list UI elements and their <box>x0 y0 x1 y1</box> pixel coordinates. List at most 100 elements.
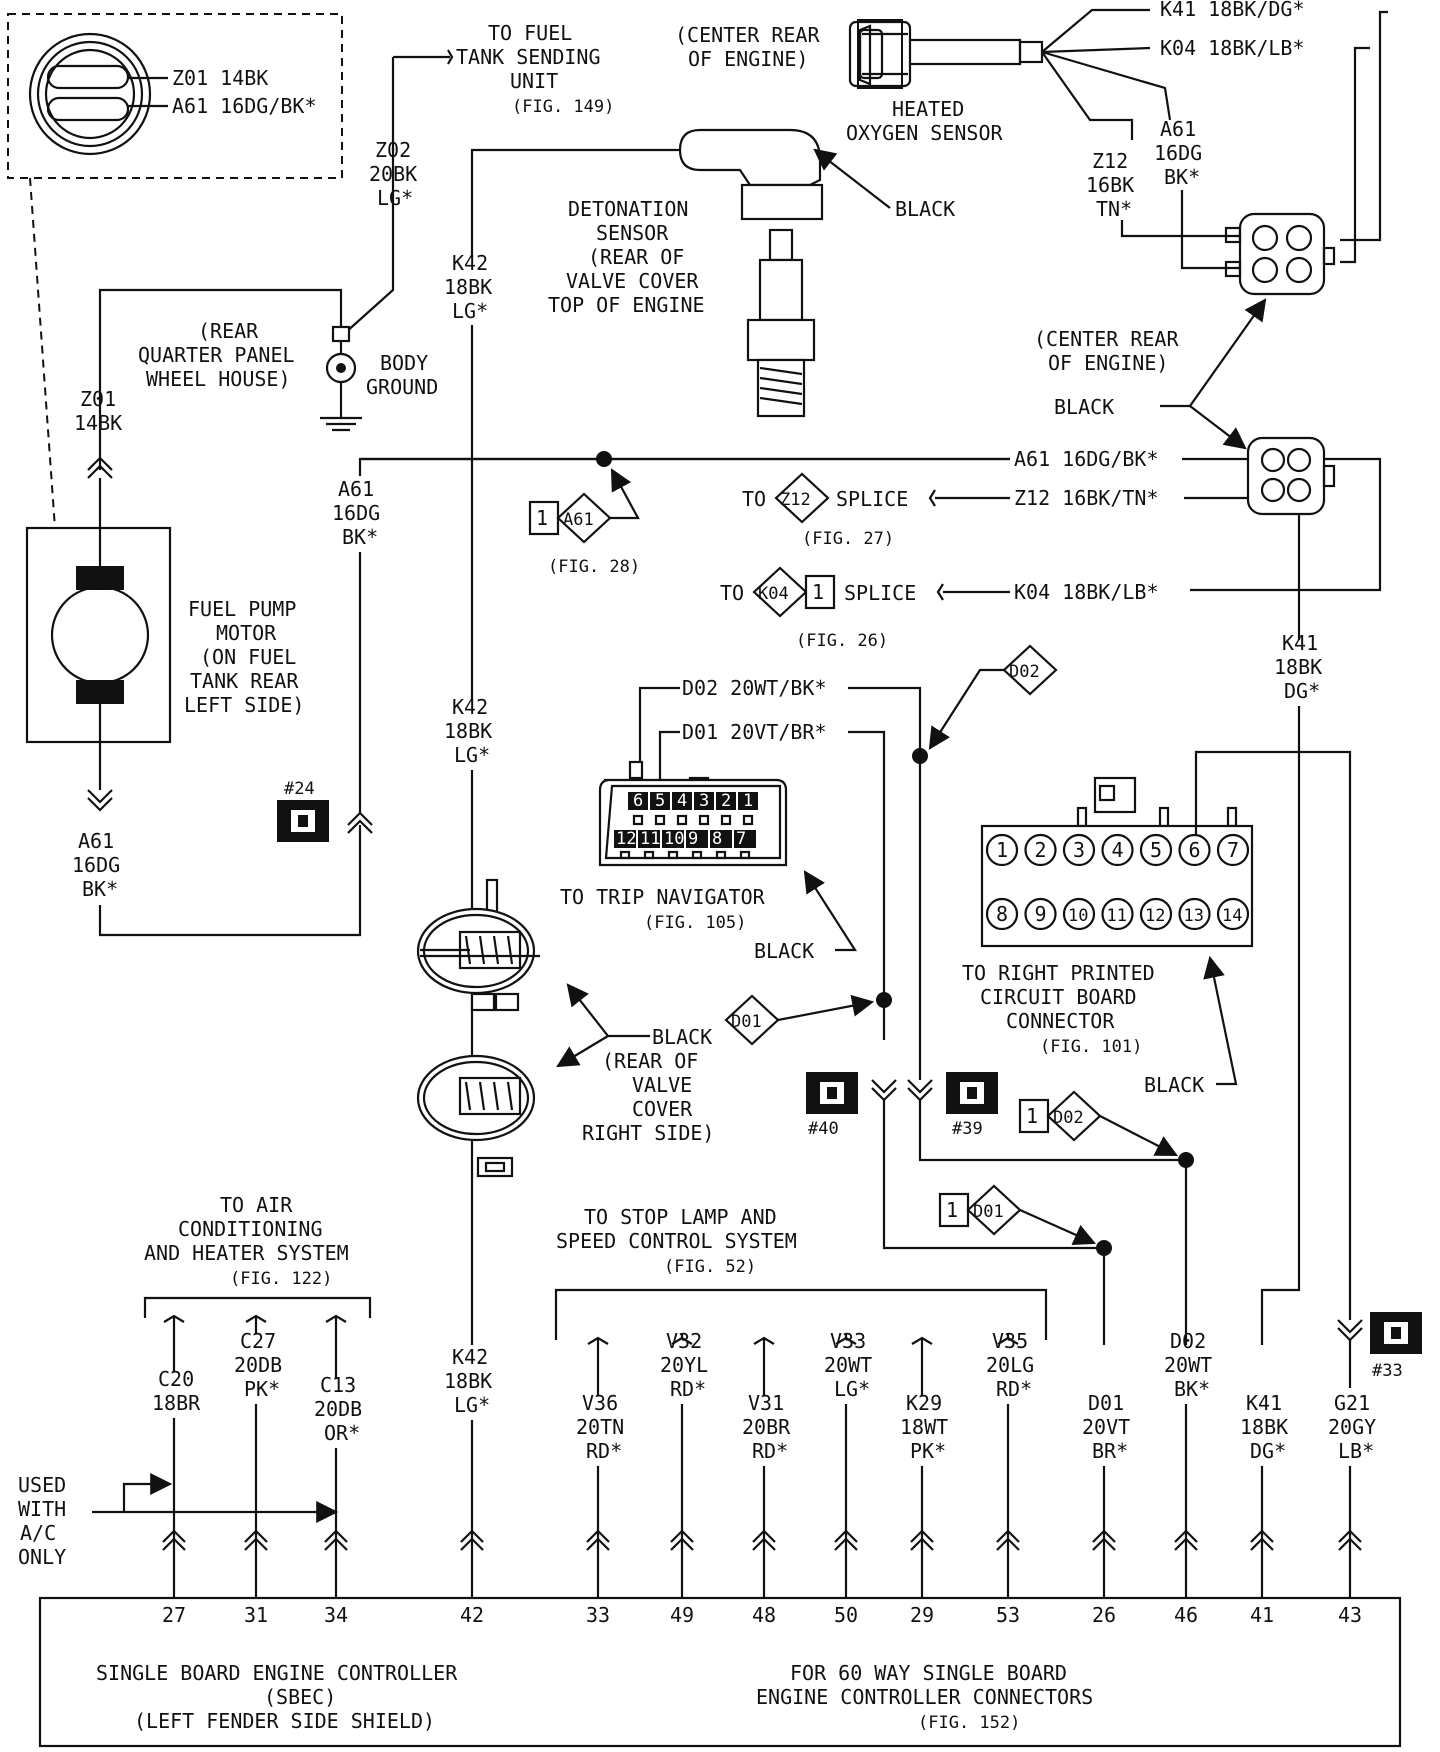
svg-text:A61 16DG/BK*: A61 16DG/BK* <box>1014 447 1159 471</box>
inset-wire-a61: A61 16DG/BK* <box>172 94 317 118</box>
svg-text:TO AIR: TO AIR <box>220 1193 293 1217</box>
sbec-controller: SINGLE BOARD ENGINE CONTROLLER (SBEC) (L… <box>38 1596 1402 1748</box>
svg-text:BK*: BK* <box>1164 165 1200 189</box>
wire-color: BK* <box>1174 1377 1210 1401</box>
svg-text:OF ENGINE): OF ENGINE) <box>688 47 808 71</box>
svg-text:16BK: 16BK <box>1086 173 1134 197</box>
sbec-pin: 49 <box>670 1603 694 1627</box>
o2-sensor-connector <box>1224 212 1336 296</box>
svg-text:TANK REAR: TANK REAR <box>190 669 299 693</box>
pcb-pin: 4 <box>1101 833 1134 867</box>
svg-text:Z02: Z02 <box>375 138 411 162</box>
heated-oxygen-sensor: (CENTER REAR OF ENGINE) HEATED OXYGEN SE… <box>675 0 1388 270</box>
svg-text:CIRCUIT BOARD: CIRCUIT BOARD <box>980 985 1137 1009</box>
svg-text:BODY: BODY <box>380 351 428 375</box>
svg-text:1: 1 <box>946 1198 958 1222</box>
svg-text:(CENTER REAR: (CENTER REAR <box>675 23 820 47</box>
body-ground: (REAR QUARTER PANEL WHEEL HOUSE) BODY GR… <box>98 288 438 470</box>
svg-text:ENGINE CONTROLLER CONNECTORS: ENGINE CONTROLLER CONNECTORS <box>756 1685 1093 1709</box>
svg-text:11: 11 <box>1107 906 1127 926</box>
svg-text:TO TRIP NAVIGATOR: TO TRIP NAVIGATOR <box>560 885 766 909</box>
wire-color: DG* <box>1250 1439 1286 1463</box>
svg-text:4: 4 <box>1112 838 1124 862</box>
pcb-pin: 13 <box>1178 897 1211 931</box>
trip-nav-pin: 1 <box>738 791 758 826</box>
wire-gauge: 20DB <box>314 1397 362 1421</box>
svg-text:16DG: 16DG <box>1154 141 1202 165</box>
wire-color: RD* <box>996 1377 1032 1401</box>
svg-text:8: 8 <box>996 902 1008 926</box>
svg-text:OF ENGINE): OF ENGINE) <box>1048 351 1168 375</box>
wire-color: OR* <box>324 1421 360 1445</box>
sbec-pin: 53 <box>996 1603 1020 1627</box>
wire-color: RD* <box>670 1377 706 1401</box>
svg-text:DETONATION: DETONATION <box>568 197 688 221</box>
wire-color: PK* <box>910 1439 946 1463</box>
svg-text:1: 1 <box>743 791 753 811</box>
svg-text:LG*: LG* <box>454 743 490 767</box>
bottom-wire: 42 <box>460 1529 484 1627</box>
center-rear-connector: (CENTER REAR OF ENGINE) BLACK <box>1034 298 1382 640</box>
pcb-pin: 5 <box>1139 833 1173 867</box>
splice-k04: TO K04 1 SPLICE K04 18BK/LB* (FIG. 26) <box>720 566 1159 651</box>
svg-text:#33: #33 <box>1372 1361 1403 1381</box>
connector-39: #39 <box>907 1072 998 1139</box>
svg-text:RIGHT SIDE): RIGHT SIDE) <box>582 1121 714 1145</box>
svg-text:BLACK: BLACK <box>754 939 814 963</box>
wire-gauge: 20TN <box>576 1415 624 1439</box>
sbec-pin: 43 <box>1338 1603 1362 1627</box>
svg-text:Z12: Z12 <box>780 490 811 510</box>
svg-text:K04 18BK/LB*: K04 18BK/LB* <box>1160 36 1305 60</box>
svg-text:7: 7 <box>1227 838 1239 862</box>
wire-color: LG* <box>834 1377 870 1401</box>
svg-text:TO STOP LAMP AND: TO STOP LAMP AND <box>584 1205 777 1229</box>
svg-text:20BK: 20BK <box>369 162 417 186</box>
svg-text:K42: K42 <box>452 251 488 275</box>
wire-a61-pump-bottom: A61 16DG BK* <box>72 789 362 937</box>
svg-text:DG*: DG* <box>1284 679 1320 703</box>
svg-text:(FIG. 101): (FIG. 101) <box>1040 1037 1142 1057</box>
wire-code: C13 <box>320 1373 356 1397</box>
svg-text:ONLY: ONLY <box>18 1545 66 1569</box>
svg-text:(CENTER REAR: (CENTER REAR <box>1034 327 1179 351</box>
trip-nav-pin: 6 <box>628 791 648 826</box>
svg-text:TANK SENDING: TANK SENDING <box>456 45 601 69</box>
svg-text:SPLICE: SPLICE <box>836 487 908 511</box>
sbec-pin: 41 <box>1250 1603 1274 1627</box>
svg-text:SPLICE: SPLICE <box>844 581 916 605</box>
wire-gauge: 18WT <box>900 1415 948 1439</box>
svg-text:(ON FUEL: (ON FUEL <box>200 645 296 669</box>
trip-nav-pin: 4 <box>672 791 692 826</box>
pcb-pin: 14 <box>1216 897 1250 931</box>
sbec-pin: 31 <box>244 1603 268 1627</box>
svg-text:10: 10 <box>1068 906 1088 926</box>
svg-text:CONDITIONING: CONDITIONING <box>178 1217 323 1241</box>
svg-text:Z12: Z12 <box>1092 149 1128 173</box>
svg-text:D01: D01 <box>973 1202 1004 1222</box>
sbec-pin: 48 <box>752 1603 776 1627</box>
valve-cover-connectors: BLACK (REAR OF VALVE COVER RIGHT SIDE) <box>416 878 714 1178</box>
svg-text:5: 5 <box>655 791 665 811</box>
svg-text:11: 11 <box>640 829 660 849</box>
svg-text:BK*: BK* <box>342 525 378 549</box>
svg-text:K04 18BK/LB*: K04 18BK/LB* <box>1014 580 1159 604</box>
svg-text:K42: K42 <box>452 695 488 719</box>
svg-text:18BK: 18BK <box>444 1369 492 1393</box>
wire-color: RD* <box>586 1439 622 1463</box>
svg-text:18BK: 18BK <box>1274 655 1322 679</box>
svg-text:(FIG. 105): (FIG. 105) <box>644 913 746 933</box>
svg-text:4: 4 <box>677 791 687 811</box>
stop-lamp-system-label: TO STOP LAMP AND SPEED CONTROL SYSTEM (F… <box>554 1205 1048 1340</box>
svg-text:GROUND: GROUND <box>366 375 438 399</box>
svg-text:14BK: 14BK <box>74 411 122 435</box>
svg-text:1: 1 <box>536 506 548 530</box>
trip-nav-pin: 12 <box>614 829 636 860</box>
wire-code: K29 <box>906 1391 942 1415</box>
